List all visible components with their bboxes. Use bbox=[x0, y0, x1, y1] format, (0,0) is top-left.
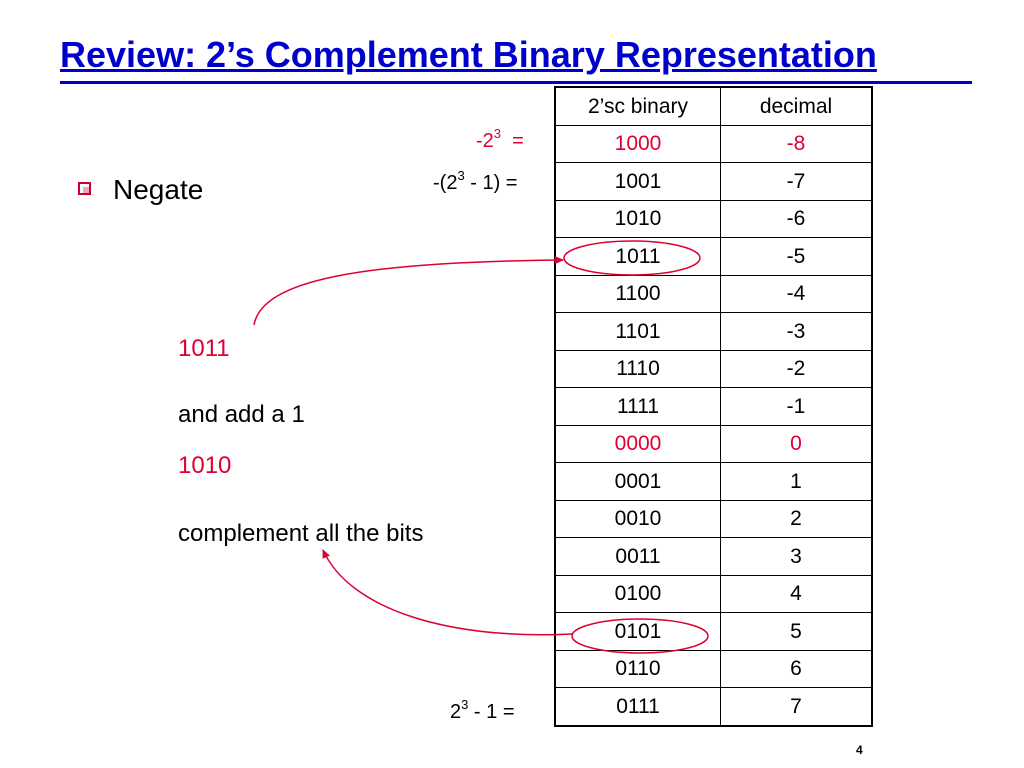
table-row: 1001-7 bbox=[554, 162, 873, 201]
cell-binary: 1011 bbox=[554, 237, 721, 276]
header-decimal: decimal bbox=[720, 86, 873, 126]
arrow-to-1011 bbox=[253, 256, 564, 326]
label-neg-max: -(23 - 1) = bbox=[433, 169, 518, 195]
cell-binary: 0111 bbox=[554, 687, 721, 726]
cell-binary: 0001 bbox=[554, 462, 721, 501]
cell-decimal: 7 bbox=[720, 687, 873, 726]
cell-decimal: -8 bbox=[720, 124, 873, 163]
table-row: 1110-2 bbox=[554, 349, 873, 388]
cell-binary: 1101 bbox=[554, 312, 721, 351]
cell-decimal: -6 bbox=[720, 199, 873, 238]
cell-decimal: -2 bbox=[720, 349, 873, 388]
table-row: 1111-1 bbox=[554, 387, 873, 426]
highlight-ellipse-0101 bbox=[571, 618, 709, 654]
step-complement-bits: complement all the bits bbox=[178, 520, 424, 547]
cell-decimal: 1 bbox=[720, 462, 873, 501]
cell-decimal: 4 bbox=[720, 574, 873, 613]
label-min-value: -23 = bbox=[476, 127, 524, 153]
table-row: 1011-5 bbox=[554, 237, 873, 276]
label-neg-suffix: - 1) = bbox=[464, 172, 518, 194]
cell-binary: 0011 bbox=[554, 537, 721, 576]
bullet-negate: Negate bbox=[113, 174, 204, 205]
cell-binary: 0110 bbox=[554, 649, 721, 688]
square-bullet-icon bbox=[78, 182, 91, 195]
label-max-suffix: - 1 = bbox=[468, 701, 515, 723]
cell-decimal: -3 bbox=[720, 312, 873, 351]
title-divider bbox=[60, 81, 972, 84]
cell-decimal: -5 bbox=[720, 237, 873, 276]
step-original-value: 1011 bbox=[178, 335, 230, 362]
cell-binary: 1000 bbox=[554, 124, 721, 163]
label-min-base: -2 bbox=[476, 130, 494, 152]
label-neg-exp: 3 bbox=[457, 168, 465, 184]
arrow-from-0101 bbox=[322, 549, 573, 636]
highlight-ellipse-1011 bbox=[563, 240, 701, 276]
table-header-row: 2’sc binary decimal bbox=[554, 86, 873, 126]
table-row: 1100-4 bbox=[554, 274, 873, 313]
label-max-value: 23 - 1 = bbox=[450, 698, 515, 724]
header-binary: 2’sc binary bbox=[554, 86, 721, 126]
label-min-suffix: = bbox=[501, 130, 524, 152]
cell-binary: 1110 bbox=[554, 349, 721, 388]
cell-decimal: 3 bbox=[720, 537, 873, 576]
step-complemented-value: 1010 bbox=[178, 452, 232, 479]
cell-binary: 0000 bbox=[554, 424, 721, 463]
table-row: 1000-8 bbox=[554, 124, 873, 163]
cell-decimal: -7 bbox=[720, 162, 873, 201]
cell-binary: 1111 bbox=[554, 387, 721, 426]
cell-binary: 0100 bbox=[554, 574, 721, 613]
cell-decimal: 2 bbox=[720, 499, 873, 538]
step-add-one: and add a 1 bbox=[178, 401, 305, 428]
label-max-exp: 3 bbox=[461, 697, 469, 713]
cell-decimal: 6 bbox=[720, 649, 873, 688]
slide-title: Review: 2’s Complement Binary Representa… bbox=[60, 34, 877, 75]
label-neg-prefix: -(2 bbox=[433, 172, 458, 194]
table-row: 1101-3 bbox=[554, 312, 873, 351]
label-max-base: 2 bbox=[450, 701, 462, 723]
page-number: 4 bbox=[856, 743, 863, 757]
cell-decimal: -1 bbox=[720, 387, 873, 426]
label-min-exp: 3 bbox=[493, 126, 502, 142]
